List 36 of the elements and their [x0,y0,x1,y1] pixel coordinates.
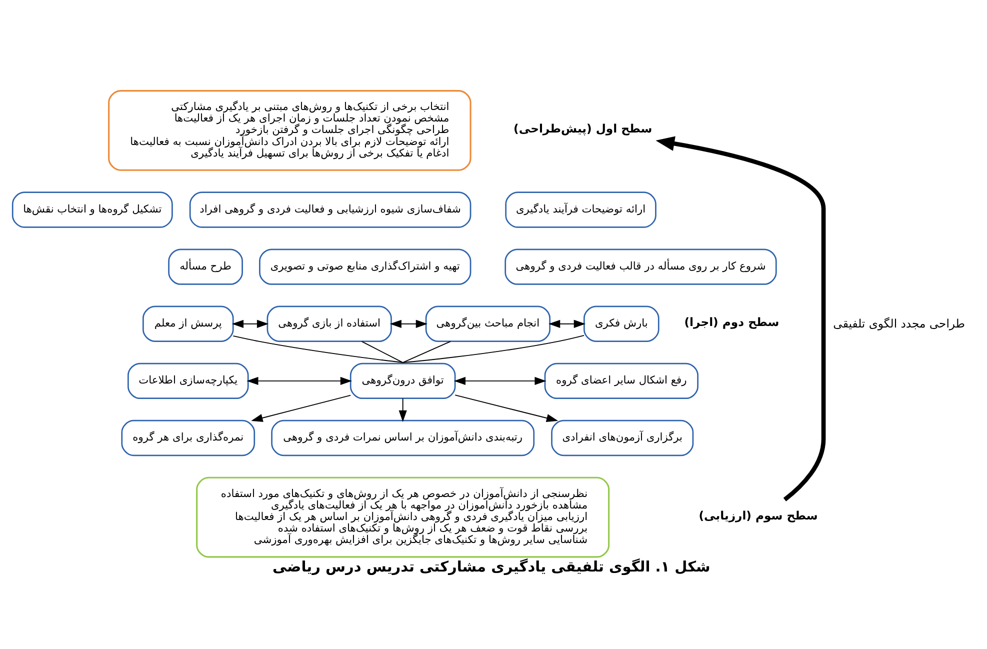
arrow [454,376,546,385]
node-box: انتخاب برخی از تکنیک‌ها و روش‌های مبتنی بر یادگیری مشارکتی مشخص نمودن تعداد جلسات و زمان اجرای هر یک از فعالیت‌ها طراحی چگونگی اجرای جلسات و گرفتن بازخورد ارائه توضیحات لازم برای بالا بردن ادراک دانش‌آموزان نسبت به فعالیت‌ها ادغام یا تفکیک برخی از روش‌ها برای تسهیل فرآیند یادگیری [108,90,472,171]
node-box: بارش فکری [583,306,660,342]
arrow [232,320,269,328]
node-box: پرسش از معلم [142,306,234,342]
arrow [246,376,352,385]
node-box: رفع اشکال سایر اعضای گروه [544,362,698,400]
node-box: رتبه‌بندی دانش‌آموزان بر اساس نمرات فردی و گروهی [271,420,535,456]
node-box: نظرسنجی از دانش‌آموزان در خصوص هر یک از روش‌های و تکنیک‌های مورد استفاده مشاهده بازخورد دانش‌اموزان در مواجهه با هر یک از فعالیت‌های یادگیری ارزیابی میزان یادگیری فردی و گروهی دانش‌آموزان بر اساس هر یک از فعالیت‌ها بررسی نقاط قوت و ضعف هر یک از روش‌ها و تکنیک‌های استفاده شده شناسایی سایر روش‌ها و تکنیک‌های جایگزین برای افزایش بهره‌وری آموزشی [196,476,610,558]
node-box: یکپارچه‌سازی اطلاعات [128,362,249,400]
connector [402,334,584,364]
node-box: انجام مباحث بین‌گروهی [425,306,551,342]
label: سطح دوم (اجرا) [684,314,780,329]
arrow [398,398,407,422]
connector [361,341,404,364]
arrow [656,136,826,502]
connector [402,340,452,364]
node-box: تشکیل گروه‌ها و انتخاب نقش‌ها [12,192,173,228]
edge-label: طراحی مجدد الگوی تلفیقی [833,316,966,330]
caption: شکل ۱. الگوی تلفیقی یادگیری مشارکتی تدریس درس ریاضی [272,559,710,576]
node-box: شروع کار بر روی مسأله در قالب فعالیت فردی و گروهی [504,248,777,285]
node-box: تهیه و اشتراک‌گذاری منابع صوتی و تصویری [259,248,472,285]
node-text: سطح سوم (ارزیابی) [698,508,818,522]
connector [232,335,404,364]
arrow [390,320,428,328]
arrow [548,320,586,328]
node-box: توافق درون‌گروهی [350,362,456,400]
arrow [251,394,352,422]
arrow [454,394,558,422]
node-text: سطح اول (پیش‌طراحی) [514,121,652,136]
node-box: استفاده از بازی گروهی [266,306,392,342]
node-box: شفاف‌سازی شیوه ارزشیابی و فعالیت فردی و گروهی افراد [189,192,472,228]
node-box: ارائه توضیحات فرآیند یادگیری [505,192,656,228]
node-box: نمره‌گذاری برای هر گروه [121,420,256,456]
node-box: برگزاری آزمون‌های انفرادی [551,420,694,456]
node-box: طرح مسأله [168,248,243,285]
